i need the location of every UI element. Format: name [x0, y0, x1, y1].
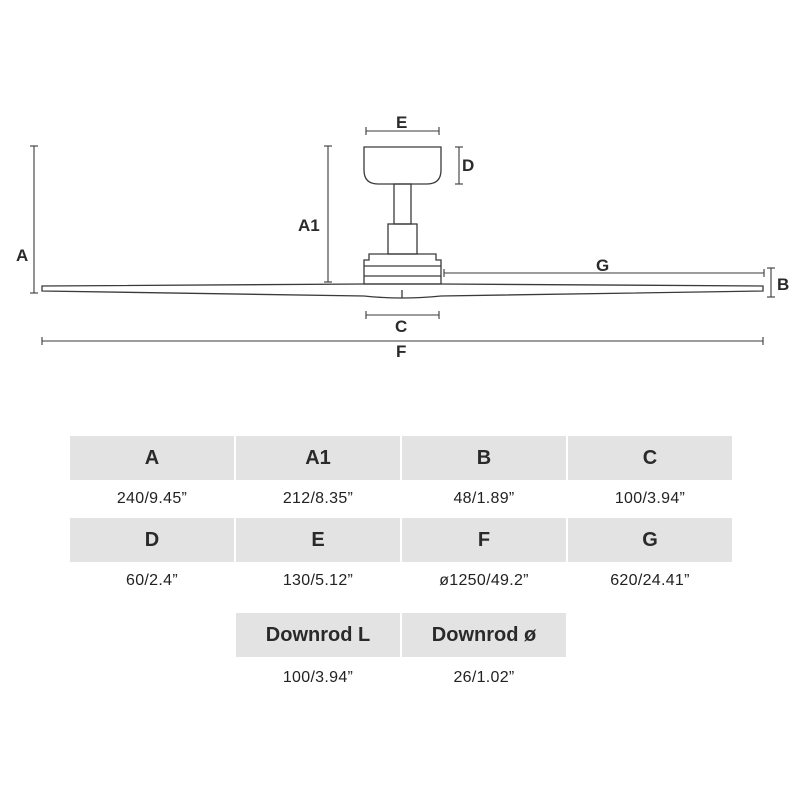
value-a: 240/9.45”: [116, 490, 188, 507]
header-downrod-diameter: Downrod ø: [402, 613, 566, 657]
label-e: E: [396, 113, 407, 132]
fan-blades: [41, 283, 764, 299]
fan-dimension-diagram: A A1 D E G B C F: [16, 113, 789, 361]
label-a: A: [16, 246, 28, 265]
motor-coupling: [387, 223, 418, 255]
value-b: 48/1.89”: [453, 490, 515, 507]
value-a1: 212/8.35”: [282, 490, 354, 507]
value-e: 130/5.12”: [282, 572, 354, 589]
canopy: [363, 146, 442, 185]
value-g: 620/24.41”: [610, 572, 690, 589]
value-f: ø1250/49.2”: [439, 572, 529, 589]
header-g: G: [568, 518, 732, 562]
header-a: A: [70, 436, 234, 480]
header-a1: A1: [236, 436, 400, 480]
header-b: B: [402, 436, 566, 480]
label-c: C: [395, 317, 407, 336]
label-a1: A1: [298, 216, 320, 235]
label-f: F: [396, 342, 406, 361]
header-f: F: [402, 518, 566, 562]
header-d: D: [70, 518, 234, 562]
label-g: G: [596, 256, 609, 275]
header-e: E: [236, 518, 400, 562]
downrod: [393, 183, 412, 225]
motor-housing: [363, 253, 442, 285]
value-d: 60/2.4”: [126, 572, 178, 589]
value-downrod-diameter: 26/1.02”: [453, 669, 515, 686]
label-b: B: [777, 275, 789, 294]
header-downrod-length: Downrod L: [236, 613, 400, 657]
label-d: D: [462, 156, 474, 175]
value-c: 100/3.94”: [614, 490, 686, 507]
value-downrod-length: 100/3.94”: [282, 669, 354, 686]
header-c: C: [568, 436, 732, 480]
